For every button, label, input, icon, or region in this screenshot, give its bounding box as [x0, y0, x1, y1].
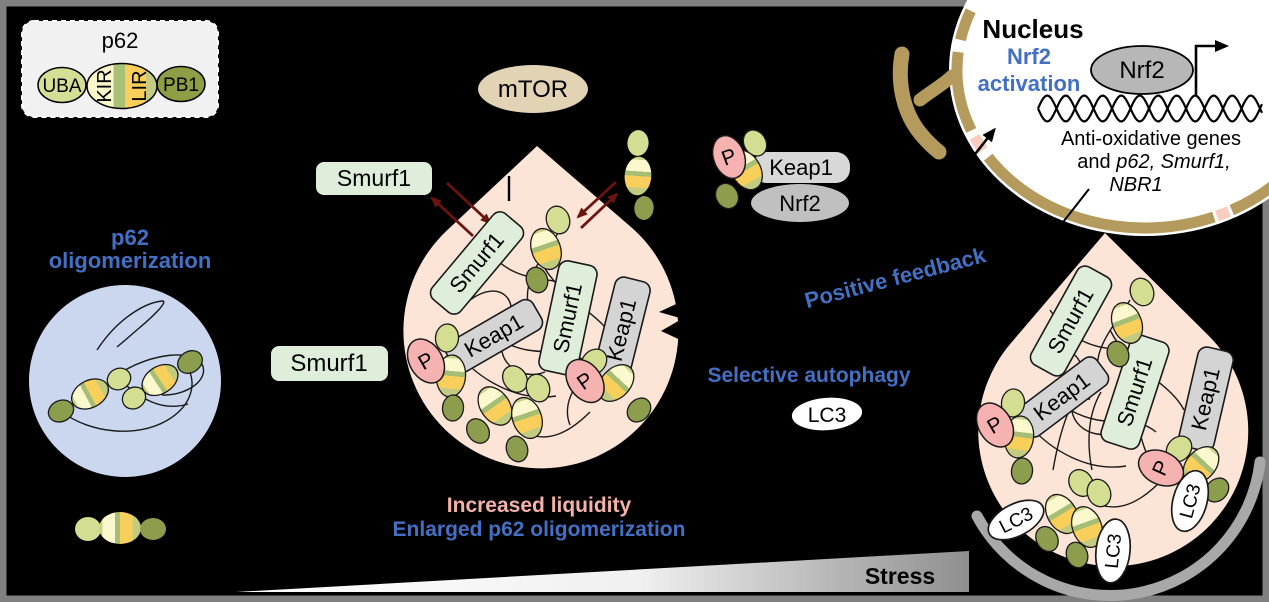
svg-text:Increased liquidity: Increased liquidity — [447, 494, 632, 517]
svg-text:p62: p62 — [111, 225, 149, 250]
svg-text:Stress: Stress — [865, 563, 935, 589]
svg-text:Smurf1: Smurf1 — [337, 165, 411, 191]
svg-text:p62: p62 — [102, 28, 139, 53]
svg-text:Smurf1: Smurf1 — [290, 350, 367, 377]
svg-text:Nucleus: Nucleus — [982, 14, 1083, 44]
svg-text:Selective autophagy: Selective autophagy — [707, 364, 910, 387]
svg-text:NBR1: NBR1 — [1109, 174, 1162, 196]
svg-text:PB1: PB1 — [163, 75, 199, 96]
svg-text:mTOR: mTOR — [498, 76, 568, 103]
svg-text:UBA: UBA — [42, 76, 81, 97]
svg-text:Nrf2: Nrf2 — [1119, 57, 1164, 84]
svg-text:LIR: LIR — [129, 70, 151, 101]
svg-text:Nrf2: Nrf2 — [1007, 44, 1051, 69]
svg-text:Anti-oxidative genes: Anti-oxidative genes — [1061, 128, 1241, 150]
svg-text:KIR: KIR — [94, 69, 116, 102]
svg-text:Enlarged p62 oligomerization: Enlarged p62 oligomerization — [393, 518, 686, 541]
svg-text:LC3: LC3 — [1102, 533, 1127, 570]
svg-text:Keap1: Keap1 — [769, 155, 833, 180]
svg-text:oligomerization: oligomerization — [49, 248, 212, 273]
svg-text:Nrf2: Nrf2 — [779, 191, 821, 216]
svg-text:and p62, Smurf1,: and p62, Smurf1, — [1077, 151, 1230, 173]
svg-text:LC3: LC3 — [808, 404, 847, 427]
svg-text:activation: activation — [978, 71, 1081, 96]
